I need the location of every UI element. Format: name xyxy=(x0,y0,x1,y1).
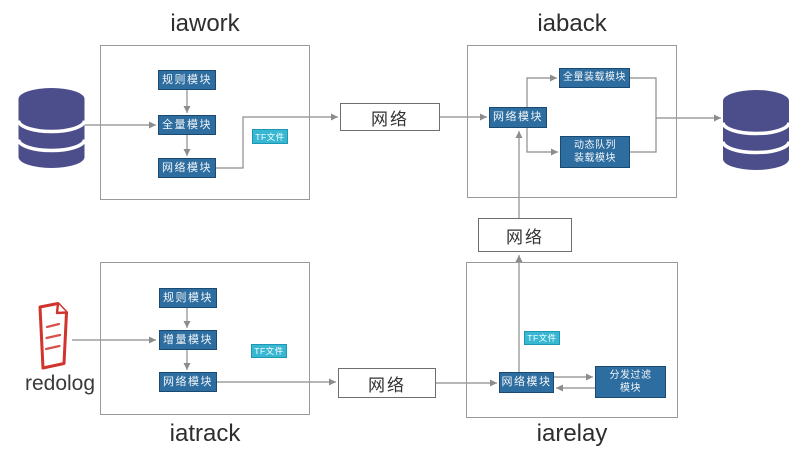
iawork-full-module: 全量模块 xyxy=(158,115,216,135)
line-iaback-fullload-merge xyxy=(630,77,657,118)
iatrack-title: iatrack xyxy=(169,420,241,447)
iarelay-network-module: 网络模块 xyxy=(499,372,554,393)
iaback-group-frame xyxy=(467,45,677,198)
arrow-iawork-to-network-top xyxy=(216,113,338,169)
iaback-title: iaback xyxy=(537,10,607,37)
iarelay-dispatch-filter-module: 分发过滤 模块 xyxy=(595,366,666,398)
iawork-tf-file-badge: TF文件 xyxy=(252,129,288,144)
iatrack-network-module: 网络模块 xyxy=(159,372,217,392)
iawork-network-module: 网络模块 xyxy=(158,158,216,178)
iaback-network-module: 网络模块 xyxy=(489,107,547,128)
iatrack-rule-module: 规则模块 xyxy=(159,288,217,308)
iatrack-tf-file-badge: TF文件 xyxy=(251,344,287,358)
network-box-top: 网络 xyxy=(340,103,440,131)
iarelay-group-frame xyxy=(466,262,678,418)
database-icon xyxy=(16,88,87,168)
network-box-middle: 网络 xyxy=(478,218,572,252)
line-iaback-dynload-merge xyxy=(630,118,657,153)
iaback-full-load-module: 全量装载模块 xyxy=(559,68,630,88)
iawork-title: iawork xyxy=(170,10,240,37)
redolog-label: redolog xyxy=(24,372,96,395)
network-box-bottom: 网络 xyxy=(338,368,436,398)
iaback-dynamic-queue-load-module: 动态队列 装载模块 xyxy=(560,136,630,168)
iawork-group-frame xyxy=(100,45,310,200)
redolog-icon xyxy=(38,302,68,370)
arrow-iaback-net-to-fullload xyxy=(526,74,557,107)
arrow-iaback-net-to-dynload xyxy=(526,128,558,156)
iawork-rule-module: 规则模块 xyxy=(158,70,216,90)
iarelay-tf-file-badge: TF文件 xyxy=(524,331,560,345)
iatrack-group-frame xyxy=(100,262,310,415)
database-icon xyxy=(721,90,791,170)
iatrack-incremental-module: 增量模块 xyxy=(159,330,217,350)
iarelay-title: iarelay xyxy=(536,420,608,447)
